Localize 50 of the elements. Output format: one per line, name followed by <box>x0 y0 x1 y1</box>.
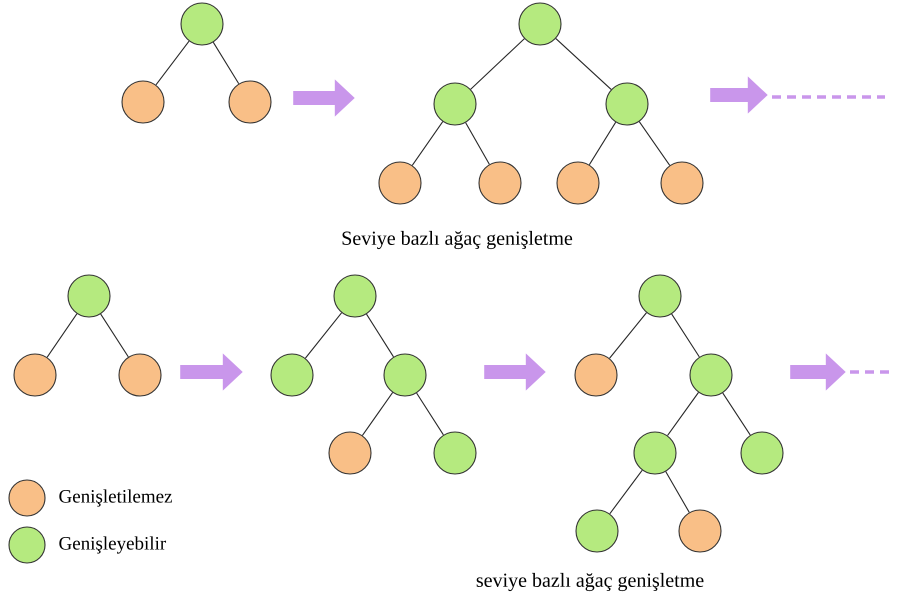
legend-text: Genişleyebilir <box>59 536 166 554</box>
caption: seviye bazlı ağaç genişletme <box>476 572 704 592</box>
tree-branch <box>667 392 699 436</box>
tree-node <box>689 353 733 397</box>
tree-branch <box>638 121 670 166</box>
tree-branch <box>362 392 394 436</box>
tree-branch <box>212 42 240 84</box>
tree-branch <box>665 471 690 513</box>
tree-branch <box>609 470 643 514</box>
legend-text: Genişletilemez <box>59 489 172 507</box>
tree-node <box>383 353 427 397</box>
tree-branch <box>671 314 700 358</box>
tree-branch <box>588 122 616 165</box>
tree-node <box>574 353 618 397</box>
tree-node <box>67 274 111 318</box>
tree-node <box>333 274 377 318</box>
tree-branch <box>556 38 612 90</box>
tree-node <box>633 431 677 475</box>
tree-branch <box>722 392 751 436</box>
tree-node <box>378 161 422 205</box>
tree-branch <box>470 38 525 90</box>
tree-node <box>270 353 314 397</box>
tree-node <box>605 82 649 126</box>
tree-branch <box>366 314 394 358</box>
tree-branch <box>305 312 342 358</box>
tree-node <box>228 80 272 124</box>
tree-node <box>118 353 162 397</box>
tree-branch <box>609 312 647 359</box>
tree-node <box>678 509 722 553</box>
tree-node <box>180 2 224 46</box>
tree-node <box>433 431 477 475</box>
tree-node <box>638 274 682 318</box>
tree-branch <box>100 314 129 358</box>
tree-branch <box>156 40 190 86</box>
tree-branch <box>46 313 78 358</box>
tree-branch <box>416 392 444 436</box>
caption: Seviye bazlı ağaç genişletme <box>342 230 572 250</box>
tree-node <box>328 431 372 475</box>
tree-node <box>121 80 165 124</box>
tree-node <box>575 509 619 553</box>
tree-node <box>556 161 600 205</box>
dashed-line <box>772 95 885 99</box>
tree-branch <box>465 122 490 165</box>
tree-node <box>660 161 704 205</box>
tree-node <box>518 2 562 46</box>
tree-node <box>433 82 477 126</box>
tree-node <box>478 161 522 205</box>
tree-branch <box>412 121 444 166</box>
tree-node <box>13 353 57 397</box>
tree-node <box>740 431 784 475</box>
